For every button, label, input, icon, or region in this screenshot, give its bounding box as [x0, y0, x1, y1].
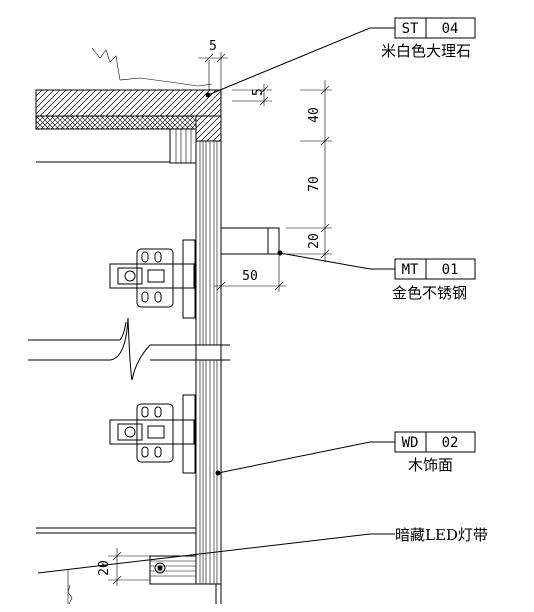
tag-mt-desc: 金色不锈钢 [392, 284, 467, 302]
tag-st: ST 04 米白色大理石 [381, 17, 476, 60]
tag-st-num: 04 [442, 21, 459, 37]
tag-wd: WD 02 木饰面 [394, 431, 476, 474]
dim-20-bottom-label: 20 [97, 560, 112, 576]
tag-wd-num: 02 [442, 435, 459, 451]
dim-50-label: 50 [242, 269, 258, 284]
tag-led-desc: 暗藏LED灯带 [395, 526, 488, 544]
dim-70-label: 70 [307, 176, 322, 192]
tag-wd-desc: 木饰面 [408, 456, 453, 474]
dimension-small: 5 [232, 84, 272, 106]
wood-wall-panel [195, 90, 222, 604]
dim-top-gap-label: 5 [209, 39, 217, 54]
dimension-50: 50 [214, 254, 286, 292]
tag-mt-num: 01 [442, 262, 459, 278]
dim-small-label: 5 [251, 88, 266, 96]
led-cove [36, 527, 197, 605]
tag-wd-code: WD [402, 435, 419, 451]
wall-bracket-upper [109, 239, 196, 319]
dimension-top-gap: 5 [198, 39, 228, 90]
dimension-stack-right: 40 70 20 [286, 80, 332, 262]
tag-mt: MT 01 金色不锈钢 [392, 258, 476, 302]
steel-tube [220, 227, 283, 256]
dim-40-label: 40 [307, 107, 322, 123]
tag-st-desc: 米白色大理石 [381, 42, 471, 60]
wall-bracket-lower [109, 394, 196, 474]
ceiling-board [28, 317, 230, 381]
dim-20-right-label: 20 [307, 233, 322, 249]
tag-st-code: ST [402, 21, 419, 37]
dimension-20-bottom: 20 [97, 548, 150, 586]
upper-panel [36, 128, 197, 164]
marble-slab [35, 47, 222, 142]
tag-led: 暗藏LED灯带 [395, 526, 488, 544]
tag-mt-code: MT [402, 262, 419, 278]
leader-lines [37, 27, 395, 574]
